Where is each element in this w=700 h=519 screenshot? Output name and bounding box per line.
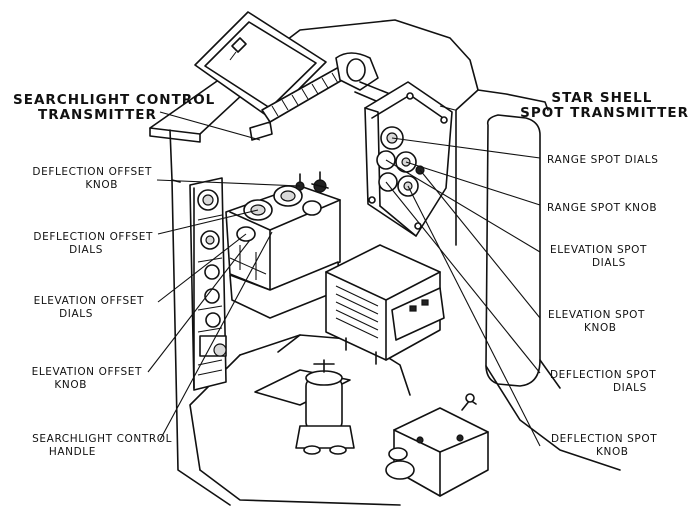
label-elevation-offset-dials: ELEVATION OFFSET DIALS [34, 295, 148, 320]
junction-box [325, 244, 445, 365]
searchlight-control-handle [254, 359, 355, 455]
callout-labels: SEARCHLIGHT CONTROL TRANSMITTER STAR SHE… [13, 90, 689, 458]
label-searchlight-control-transmitter: SEARCHLIGHT CONTROL TRANSMITTER [13, 92, 221, 123]
label-star-shell-spot-transmitter: STAR SHELL SPOT TRANSMITTER [520, 90, 689, 121]
label-elevation-spot-dials: ELEVATION SPOT DIALS [550, 244, 651, 269]
label-deflection-offset-dials: DEFLECTION OFFSET DIALS [33, 231, 157, 256]
label-searchlight-control-handle: SEARCHLIGHT CONTROL HANDLE [32, 433, 176, 458]
searchlight-control-transmitter [225, 171, 341, 319]
star-shell-spot-transmitter [364, 81, 453, 237]
overhead-hatch [194, 11, 327, 119]
label-elevation-offset-knob: ELEVATION OFFSET KNOB [32, 366, 146, 391]
label-deflection-spot-knob: DEFLECTION SPOT KNOB [551, 433, 661, 458]
label-range-spot-knob: RANGE SPOT KNOB [547, 202, 657, 214]
leader-lines [147, 105, 541, 447]
label-deflection-spot-dials: DEFLECTION SPOT DIALS [550, 369, 660, 394]
label-range-spot-dials: RANGE SPOT DIALS [547, 154, 659, 166]
compartment-structure [149, 19, 621, 506]
label-deflection-offset-knob: DEFLECTION OFFSET KNOB [32, 166, 156, 191]
floor-controller [385, 393, 489, 497]
label-elevation-spot-knob: ELEVATION SPOT KNOB [548, 309, 649, 334]
offset-panel [189, 177, 227, 391]
